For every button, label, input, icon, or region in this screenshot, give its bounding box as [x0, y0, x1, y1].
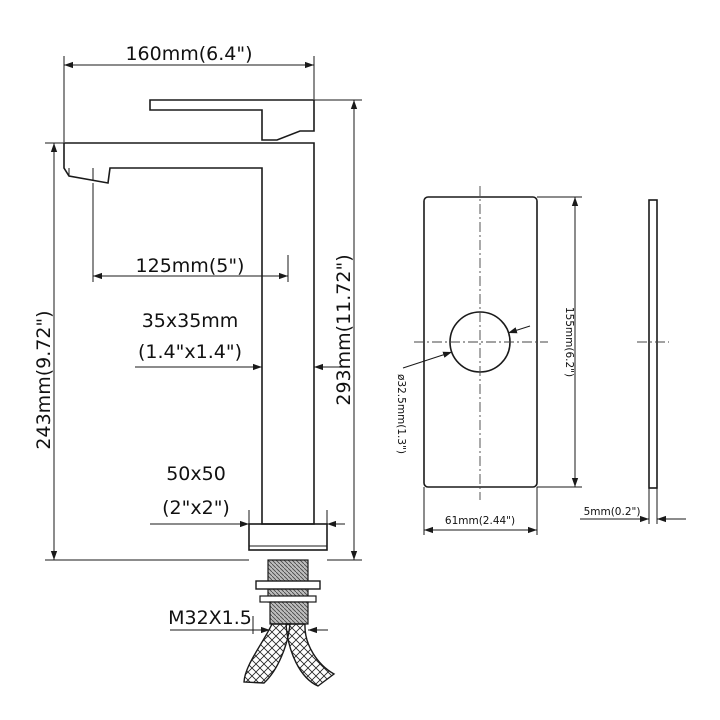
faucet-spout: [63, 142, 315, 525]
dim-base-50-line1: 50x50: [166, 463, 226, 485]
faucet-handle: [149, 99, 315, 141]
dim-height-243: 243mm(9.72"): [33, 310, 55, 449]
dim-plate-width: 61mm(2.44"): [445, 515, 515, 527]
supply-hose-right: [285, 623, 336, 687]
deck-plate-side: [648, 199, 658, 489]
plate-thickness-dimension: 5mm(0.2"): [580, 488, 686, 524]
dim-base-50-line2: (2"x2"): [162, 497, 230, 519]
dim-width-160: 160mm(6.4"): [125, 43, 252, 65]
faucet-base: [248, 523, 328, 551]
dim-height-293: 293mm(11.72"): [333, 254, 355, 405]
dim-spout-125: 125mm(5"): [136, 255, 245, 277]
dim-thread: M32X1.5: [168, 607, 252, 629]
mounting-nut: [255, 580, 321, 590]
dim-body-35-line2: (1.4"x1.4"): [138, 341, 242, 363]
faucet-dimensions: 160mm(6.4") 125mm(5") 35x35mm (1.4"x1.4"…: [33, 43, 362, 634]
faucet-side-view: [63, 99, 336, 687]
dim-body-35-line1: 35x35mm: [142, 310, 239, 332]
dim-hole-diameter: ø32.5mm(1.3"): [395, 374, 407, 454]
dim-plate-thickness: 5mm(0.2"): [584, 506, 641, 518]
supply-hose-left: [243, 623, 291, 684]
deck-plate-front-view: [414, 186, 548, 500]
deck-plate-side-view: [637, 199, 669, 489]
deck-plate-dimensions: 155mm(6.2") ø32.5mm(1.3") 61mm(2.44"): [395, 196, 582, 535]
dim-plate-height: 155mm(6.2"): [563, 307, 575, 377]
